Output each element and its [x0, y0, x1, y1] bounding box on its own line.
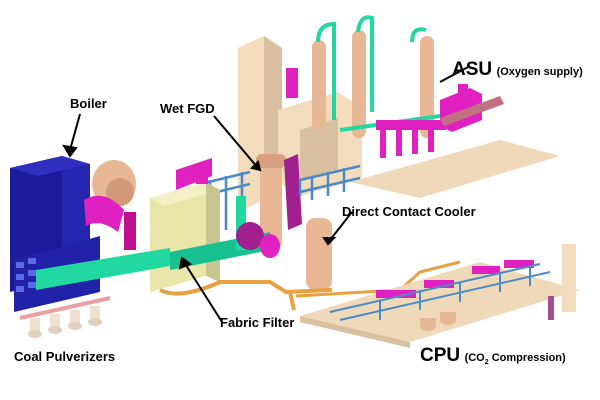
- cpu-label-group: CPU (CO2 Compression): [420, 346, 566, 366]
- fabric-filter-side: [206, 182, 220, 282]
- asu-detail-label: (Oxygen supply): [496, 66, 583, 78]
- cpu-magenta-equipment: [376, 260, 534, 298]
- asu-platform: [350, 140, 560, 198]
- boiler-label: Boiler: [70, 96, 107, 111]
- asu-label: ASU: [452, 59, 493, 80]
- filter-inlet-magenta: [176, 158, 212, 190]
- boiler-arrow: [69, 113, 81, 151]
- green-riser: [236, 196, 246, 250]
- asu-tower-1: [312, 40, 326, 130]
- asu-arrow-line: [439, 65, 471, 83]
- id-fan: [236, 222, 264, 250]
- fabric-filter-top: [150, 182, 220, 206]
- wet-fgd-label: Wet FGD: [160, 101, 215, 116]
- boiler-burners: [16, 258, 36, 292]
- direct-contact-cooler-label: Direct Contact Cooler: [342, 204, 476, 219]
- cpu-platform-edge: [300, 316, 410, 348]
- coal-pulverizers: [19, 296, 111, 338]
- cpu-label: CPU: [420, 345, 461, 366]
- cpu-detail-close: Compression): [488, 352, 566, 364]
- cpu-detail-sub: 2: [484, 359, 489, 367]
- asu-label-group: ASU (Oxygen supply): [452, 60, 583, 79]
- asu-pipe-rack: [440, 96, 504, 126]
- fabric-filter-label: Fabric Filter: [220, 315, 295, 330]
- filter-small-magenta: [196, 174, 208, 184]
- asu-building-shadow: [300, 118, 338, 182]
- boiler-top: [10, 156, 90, 176]
- leader-arrows: [62, 65, 471, 323]
- orange-duct: [159, 280, 332, 311]
- boiler-magenta-duct: [84, 195, 124, 232]
- fan-2: [260, 234, 280, 258]
- asu-tower-2: [352, 30, 366, 138]
- cpu-tanks: [420, 296, 554, 331]
- green-flue-duct: [36, 248, 170, 290]
- dcc-arrow: [329, 211, 353, 241]
- cpu-end-wall: [562, 244, 576, 312]
- dcc-vessel: [306, 218, 332, 290]
- wet-fgd-vessel: [260, 160, 282, 250]
- coal-pulverizers-label: Coal Pulverizers: [14, 349, 116, 364]
- asu-magenta-block: [286, 68, 298, 98]
- asu-green-piping: [316, 15, 441, 132]
- wet-fgd-cap: [256, 154, 286, 168]
- cpu-steel: [329, 263, 551, 321]
- co2-transfer-line: [295, 260, 461, 298]
- dcc-magenta-duct: [284, 154, 302, 230]
- cpu-detail-label: (CO2 Compression): [464, 352, 566, 367]
- wet-fgd-arrow: [213, 115, 259, 169]
- fabric-filter-arrow: [183, 261, 223, 323]
- asu-tower-3: [420, 36, 434, 138]
- boiler-drum-shadow: [106, 178, 134, 206]
- cpu-detail-open: (CO: [464, 352, 485, 364]
- boiler-magenta-stack: [124, 212, 136, 250]
